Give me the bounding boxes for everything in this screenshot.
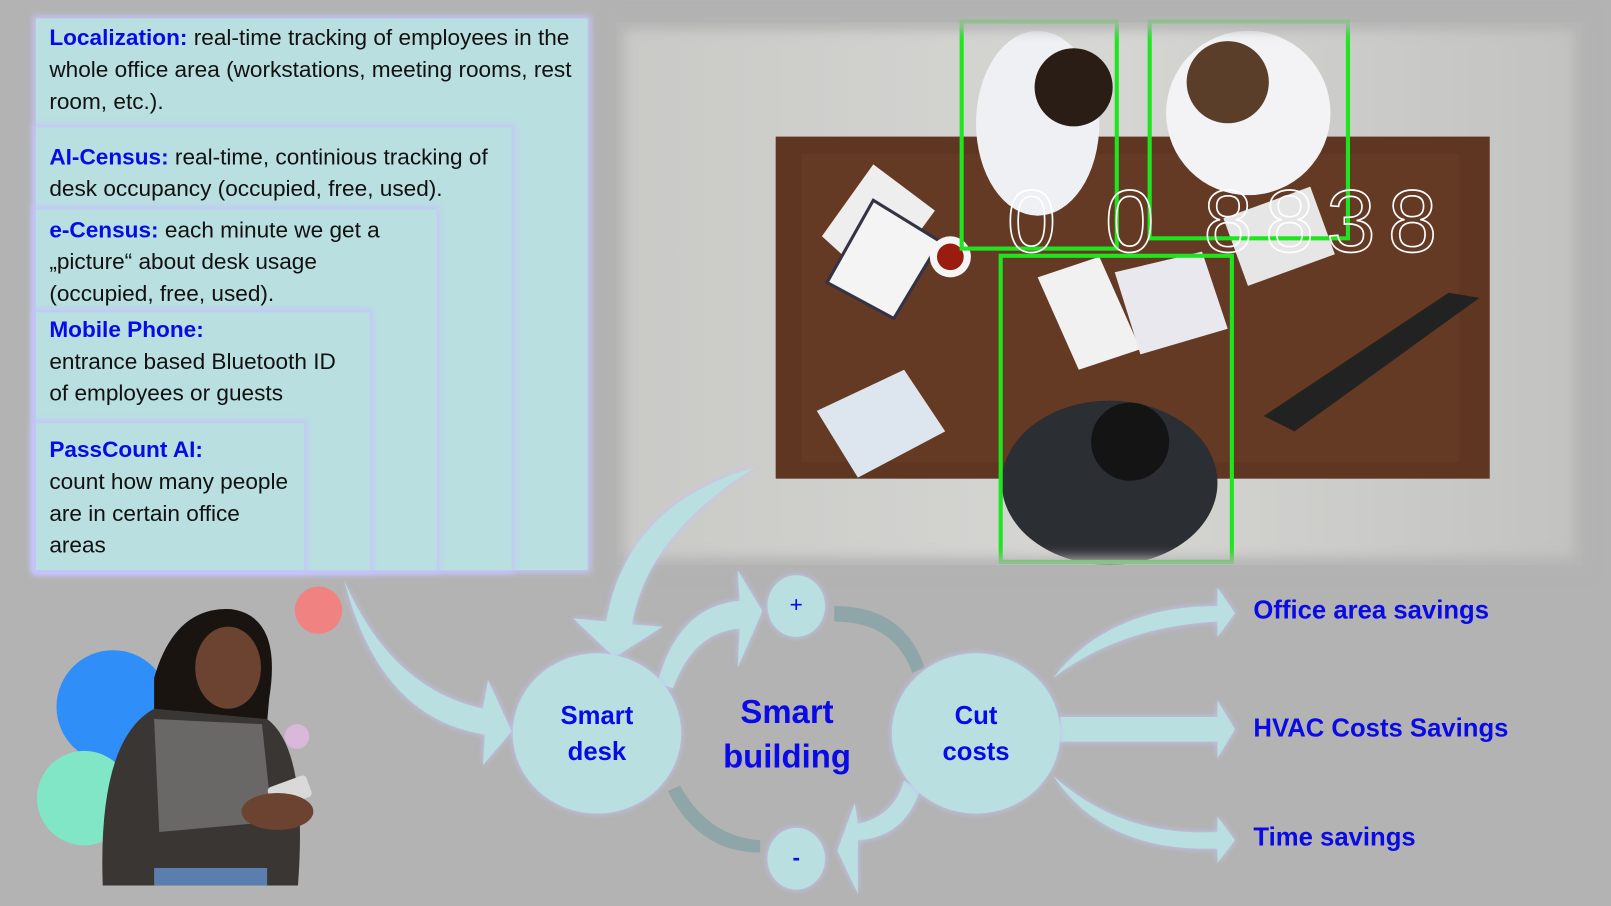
feature-e-census: e-Census: each minute we get a „picture“… bbox=[49, 214, 409, 310]
feature-passcount: PassCount AI: count how many people are … bbox=[49, 433, 290, 560]
node-smart-desk bbox=[512, 653, 682, 814]
feature-text: count how many people are in certain off… bbox=[49, 468, 289, 558]
feature-text: real-time tracking of employees in the w… bbox=[49, 24, 572, 115]
arrow-features-to-desk bbox=[344, 580, 512, 766]
arrow-desk-to-plus bbox=[657, 570, 763, 689]
outcome-time-savings: Time savings bbox=[1253, 822, 1416, 852]
arrow-costs-to-minus bbox=[837, 780, 920, 894]
feature-ai-census: AI-Census: real-time, continious trackin… bbox=[49, 141, 506, 205]
cut-costs-label: Cut costs bbox=[942, 701, 1010, 767]
connector-desk-to-minus bbox=[667, 785, 761, 853]
feature-box-passcount bbox=[35, 423, 305, 571]
feature-title: Mobile Phone: bbox=[49, 316, 204, 343]
feature-text: real-time, continious tracking of desk o… bbox=[49, 143, 488, 202]
feature-localization: Localization: real-time tracking of empl… bbox=[49, 22, 578, 118]
jeans bbox=[154, 867, 268, 886]
connector-plus-to-costs bbox=[834, 606, 925, 673]
feature-title: AI-Census: bbox=[49, 143, 169, 170]
pink-circle bbox=[284, 724, 310, 749]
arrow-to-office-area-savings bbox=[1053, 587, 1235, 678]
overlay-counter: 0 0 8838 bbox=[1007, 172, 1449, 271]
monitor bbox=[1263, 292, 1480, 432]
paper bbox=[1037, 256, 1141, 370]
outcome-office-area-savings: Office area savings bbox=[1253, 595, 1490, 625]
chart-paper bbox=[816, 369, 946, 478]
smart-desk-label: Smart desk bbox=[560, 701, 634, 767]
node-minus bbox=[767, 827, 826, 890]
feature-text: each minute we get a „picture“ about des… bbox=[49, 216, 380, 307]
plus-label: + bbox=[789, 591, 803, 618]
feature-mobile-phone: Mobile Phone: entrance based Bluetooth I… bbox=[49, 313, 347, 409]
face bbox=[195, 626, 261, 709]
feature-title: PassCount AI: bbox=[49, 436, 203, 463]
node-cut-costs bbox=[891, 653, 1061, 814]
contract-paper bbox=[1114, 251, 1228, 355]
arrow-photo-to-desk bbox=[573, 467, 756, 658]
feature-title: Localization: bbox=[49, 24, 188, 51]
smart-building-label: Smart building bbox=[723, 693, 851, 775]
outcome-hvac-costs-savings: HVAC Costs Savings bbox=[1253, 713, 1509, 743]
minus-label: - bbox=[792, 844, 800, 871]
red-circle bbox=[294, 586, 343, 634]
arrow-to-time-savings bbox=[1053, 775, 1235, 863]
feature-text: entrance based Bluetooth ID of employees… bbox=[49, 348, 336, 406]
feature-title: e-Census: bbox=[49, 216, 159, 243]
node-plus bbox=[767, 575, 826, 637]
arrow-to-hvac-savings bbox=[1060, 700, 1235, 759]
